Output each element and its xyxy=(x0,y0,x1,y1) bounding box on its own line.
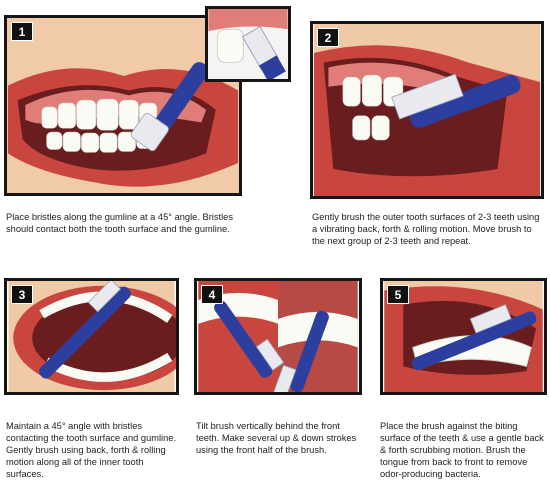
front-teeth-inner-view-image xyxy=(198,281,358,392)
step-1-illustration: 1 xyxy=(4,15,242,196)
step-1-caption: Place bristles along the gumline at a 45… xyxy=(6,212,233,234)
step-number-badge: 1 xyxy=(11,22,33,41)
step-number-badge: 5 xyxy=(387,285,409,304)
step-number-badge: 3 xyxy=(11,285,33,304)
step-3-caption: Maintain a 45° angle with bristles conta… xyxy=(6,421,177,479)
step-number-badge: 2 xyxy=(317,28,339,47)
step-3-illustration: 3 xyxy=(4,278,179,395)
step-4-caption: Tilt brush vertically behind the front t… xyxy=(196,421,357,455)
step-1-closeup-inset xyxy=(205,6,291,82)
step-2-caption: Gently brush the outer tooth surfaces of… xyxy=(312,212,540,246)
mouth-side-view-image xyxy=(313,24,541,196)
step-5-caption: Place the brush against the biting surfa… xyxy=(380,421,544,479)
step-5-illustration: 5 xyxy=(380,278,547,395)
tooth-closeup-image xyxy=(208,9,288,79)
inner-teeth-view-image xyxy=(8,281,176,392)
mouth-front-view-image xyxy=(7,18,239,193)
biting-surface-view-image xyxy=(384,281,543,392)
step-number-badge: 4 xyxy=(201,285,223,304)
step-2-illustration: 2 xyxy=(310,21,544,199)
step-4-illustration: 4 xyxy=(194,278,362,395)
